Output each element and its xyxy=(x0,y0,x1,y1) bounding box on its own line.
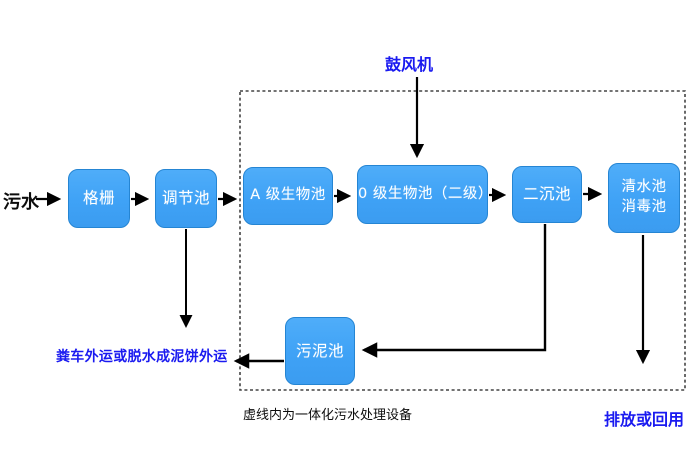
node-secondary-clarifier: 二沉池 xyxy=(512,166,582,223)
node-grid: 格栅 xyxy=(68,169,130,228)
node-clear-water-line2: 消毒池 xyxy=(621,199,667,215)
node-regulating-tank-label: 调节池 xyxy=(161,189,210,208)
node-sludge-tank: 污泥池 xyxy=(285,317,355,385)
label-discharge: 排放或回用 xyxy=(604,410,685,429)
label-blower: 鼓风机 xyxy=(385,55,434,74)
arrow-clarifier-sludge xyxy=(361,224,547,358)
label-dashed-box-note: 虚线内为一体化污水处理设备 xyxy=(243,408,413,423)
node-sludge-tank-label: 污泥池 xyxy=(295,341,344,360)
node-regulating-tank: 调节池 xyxy=(155,169,217,228)
node-grid-label: 格栅 xyxy=(82,189,115,208)
node-secondary-clarifier-label: 二沉池 xyxy=(522,185,571,204)
node-clear-water-line1: 清水池 xyxy=(621,179,667,196)
label-sludge-disposal: 粪车外运或脱水成泥饼外运 xyxy=(56,349,228,365)
node-o-bio-tank: 0 级生物池（二级） xyxy=(357,165,493,224)
node-clear-water-tank: 清水池 消毒池 xyxy=(608,163,680,233)
label-influent: 污水 xyxy=(3,192,39,213)
node-a-bio-tank-label: A 级生物池 xyxy=(250,187,326,204)
node-o-bio-tank-label: 0 级生物池（二级） xyxy=(358,185,493,202)
node-a-bio-tank: A 级生物池 xyxy=(243,167,333,225)
